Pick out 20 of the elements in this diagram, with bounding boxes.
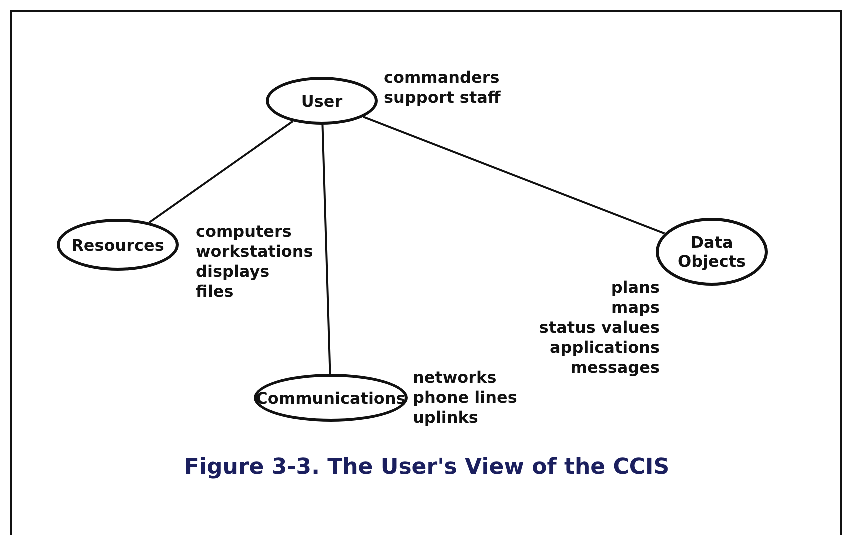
annotation-text: maps xyxy=(612,298,660,318)
annotation-text: plans xyxy=(611,278,660,298)
node-label: Communications xyxy=(256,388,406,408)
connector-line xyxy=(322,124,332,374)
annotation-text: workstations xyxy=(196,242,314,262)
annotation-text: phone lines xyxy=(413,388,518,408)
annotation-text: commanders xyxy=(384,68,501,88)
figure-caption: Figure 3-3. The User's View of the CCIS xyxy=(183,455,671,480)
annotation-text: computers xyxy=(196,222,293,242)
annotation-text: networks xyxy=(413,368,498,388)
annotation-text: applications xyxy=(550,338,660,358)
annotation-text: displays xyxy=(196,262,271,282)
annotation-text: status values xyxy=(539,318,660,338)
annotation-text: support staff xyxy=(384,88,501,108)
node-label: Resources xyxy=(72,236,164,254)
node-label: Data Objects xyxy=(676,233,748,271)
annotation-text: messages xyxy=(570,358,660,378)
annotation-text: uplinks xyxy=(413,408,480,428)
annotation-text: files xyxy=(196,282,235,302)
node-label: User xyxy=(301,92,343,110)
